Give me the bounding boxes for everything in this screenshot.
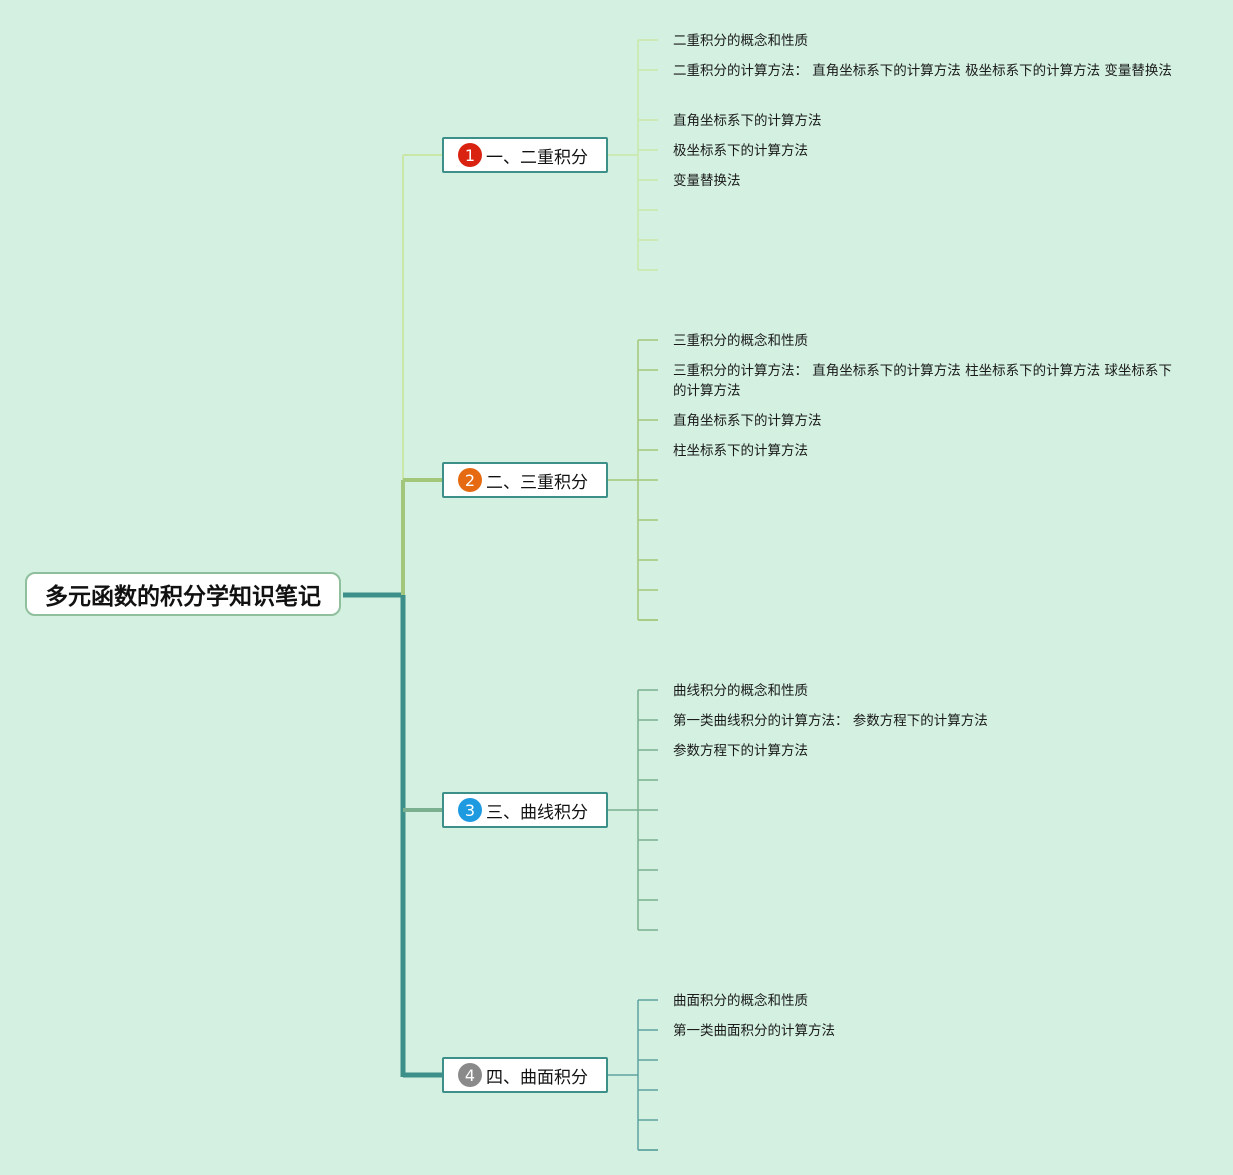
leaf-topic[interactable]: 直角坐标系下的计算方法 [673,113,822,129]
number-badge-icon: 3 [458,798,482,822]
leaf-topic[interactable]: 极坐标系下的计算方法 [673,143,808,159]
number-badge-icon: 2 [458,468,482,492]
branch-label: 一、二重积分 [486,147,588,168]
leaf-topic[interactable]: 三重积分的计算方法： 直角坐标系下的计算方法 柱坐标系下的计算方法 球坐标系下的… [673,363,1172,399]
leaf-topic[interactable]: 柱坐标系下的计算方法 [673,443,808,459]
leaf-topic[interactable]: 第一类曲面积分的计算方法 [673,1023,835,1039]
leaf-topic[interactable]: 二重积分的概念和性质 [673,33,808,49]
leaf-topic[interactable]: 曲线积分的概念和性质 [673,683,808,699]
leaf-topic[interactable]: 变量替换法 [673,173,741,189]
leaf-topic[interactable]: 参数方程下的计算方法 [673,743,808,759]
branch-label: 四、曲面积分 [486,1067,588,1088]
root-topic[interactable]: 多元函数的积分学知识笔记 [25,572,341,616]
leaf-topic[interactable]: 三重积分的概念和性质 [673,333,808,349]
branch-label: 三、曲线积分 [486,802,588,823]
branch-label: 二、三重积分 [486,472,588,493]
leaf-topic[interactable]: 二重积分的计算方法： 直角坐标系下的计算方法 极坐标系下的计算方法 变量替换法 [673,63,1172,79]
leaf-topic[interactable]: 曲面积分的概念和性质 [673,993,808,1009]
number-badge-icon: 1 [458,143,482,167]
number-badge-icon: 4 [458,1063,482,1087]
leaf-topic[interactable]: 直角坐标系下的计算方法 [673,413,822,429]
leaf-topic[interactable]: 第一类曲线积分的计算方法： 参数方程下的计算方法 [673,713,988,729]
